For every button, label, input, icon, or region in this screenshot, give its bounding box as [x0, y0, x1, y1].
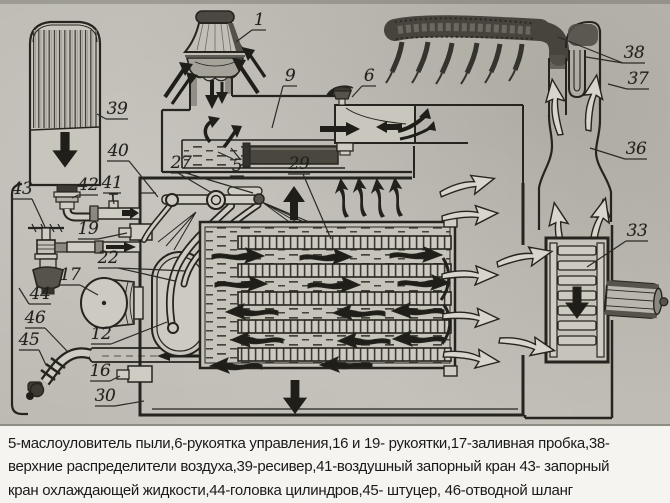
part-label-38: 38 [623, 43, 645, 63]
part-label-33: 33 [626, 221, 648, 241]
air-intake-cone [163, 10, 267, 110]
control-rods [157, 201, 348, 334]
outlet-chamber [523, 225, 669, 420]
part-label-19: 19 [77, 219, 99, 239]
part-label-44: 44 [29, 284, 51, 304]
left-plumbing [10, 182, 153, 416]
caption: 5-маслоуловитель пыли,6-рукоятка управле… [0, 424, 670, 503]
paper-edge-shade [0, 0, 670, 4]
part-label-42: 42 [77, 175, 99, 195]
intake-arrows [163, 47, 267, 109]
part-label-43: 43 [11, 179, 33, 199]
part-label-22: 22 [97, 248, 119, 268]
part-label-6: 6 [363, 66, 375, 86]
caption-line-2: верхние распределители воздуха,39-ресиве… [8, 458, 610, 476]
radiator-core [198, 216, 458, 377]
part-label-17: 17 [59, 265, 81, 285]
part-label-45: 45 [18, 330, 40, 350]
part-label-16: 16 [89, 361, 111, 381]
louver-block [544, 236, 610, 364]
part-label-46: 46 [24, 308, 46, 328]
part-label-29: 29 [288, 154, 310, 174]
air-distributor-bar [384, 15, 570, 85]
liquid-flow-arrows [209, 246, 452, 374]
receiver-tank [28, 20, 102, 210]
distributor-nozzles [385, 41, 525, 85]
part-label-41: 41 [101, 173, 123, 193]
main-housing [138, 146, 525, 417]
finned-tube-row [237, 235, 452, 362]
part-label-39: 39 [106, 99, 128, 119]
part-label-27: 27 [170, 153, 192, 173]
part-label-5: 5 [231, 156, 243, 176]
linkage [141, 186, 265, 243]
part-label-12: 12 [90, 324, 112, 344]
filler-cap [80, 277, 144, 329]
inlet-duct [160, 94, 412, 174]
caption-line-1: 5-маслоуловитель пыли,6-рукоятка управле… [8, 435, 610, 452]
part-label-40: 40 [107, 141, 129, 161]
control-valve-box [320, 85, 524, 183]
label-leader-lines [12, 29, 649, 407]
diagram-svg [10, 10, 669, 420]
caption-line-3: кран охлаждающей жидкости,44-головка цил… [8, 481, 573, 499]
riser-duct [537, 20, 616, 261]
part-label-37: 37 [627, 69, 649, 89]
output-shaft [604, 280, 669, 319]
part-label-1: 1 [253, 10, 265, 30]
part-label-9: 9 [284, 66, 296, 86]
part-label-30: 30 [94, 386, 116, 406]
part-label-36: 36 [625, 139, 647, 159]
